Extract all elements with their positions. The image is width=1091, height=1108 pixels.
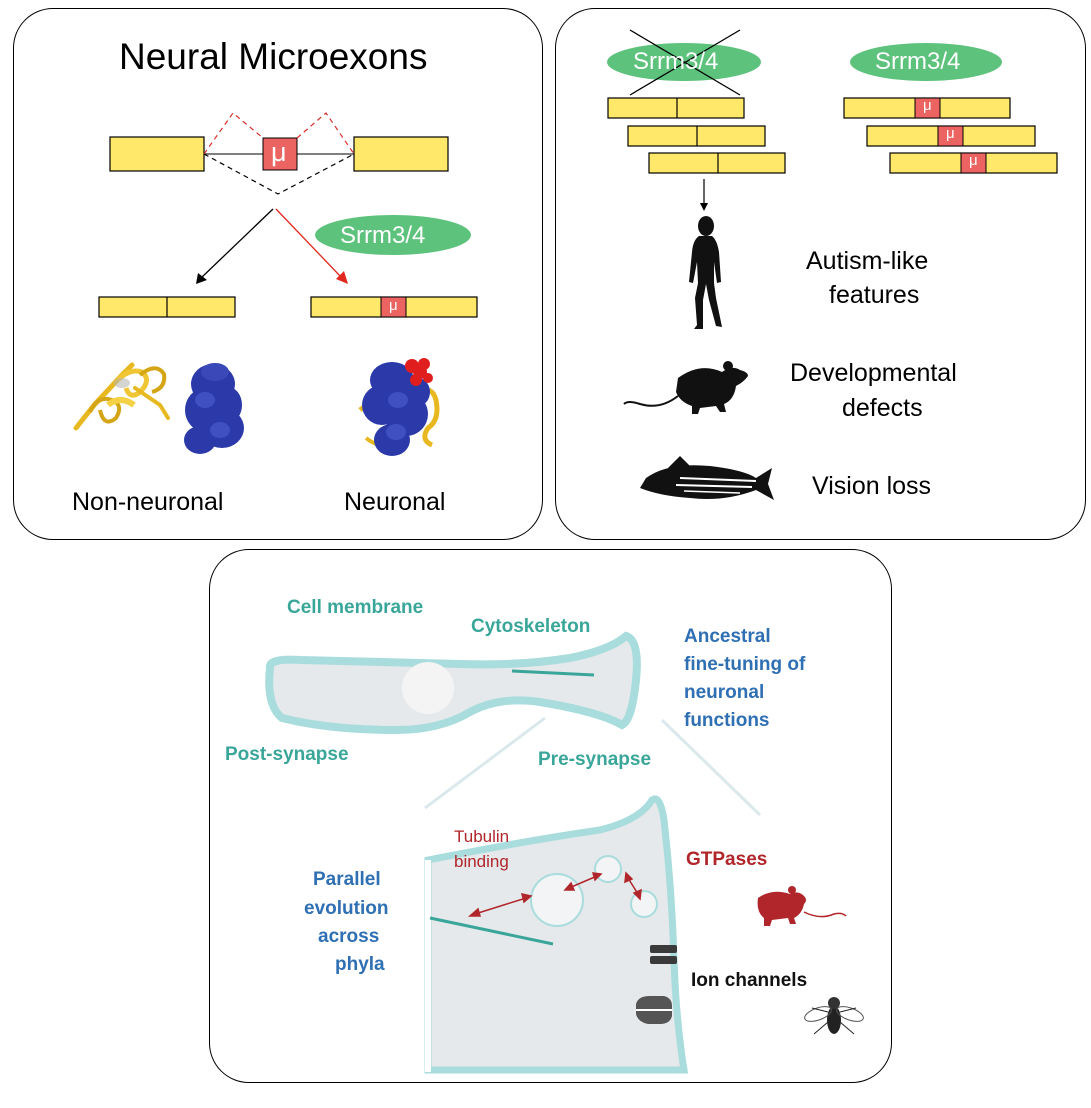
upstream-exon [109, 136, 205, 172]
panel-knockout-phenotypes [555, 8, 1086, 540]
srrm-ellipse-active [850, 43, 1002, 81]
label-ancestral-1: Ancestral [684, 626, 771, 647]
mouse-silhouette-icon [623, 361, 748, 414]
effect-autism-line1: Autism-like [806, 247, 929, 275]
zoom-line-right [660, 718, 762, 817]
fly-icon [804, 997, 864, 1035]
zoom-line-left [424, 716, 546, 810]
srrm-ellipse-left [315, 215, 471, 255]
effect-vision: Vision loss [812, 472, 932, 500]
srrm-label-left: Srrm3/4 [340, 222, 426, 249]
label-gtpases: GTPases [686, 849, 768, 870]
label-cell-membrane: Cell membrane [287, 597, 424, 618]
label-ancestral-3: neuronal [684, 682, 765, 703]
srrm-label-active: Srrm3/4 [875, 48, 961, 75]
zebrafish-silhouette-icon [640, 456, 774, 500]
label-tubulin-2: binding [454, 852, 509, 871]
label-post-synapse: Post-synapse [225, 744, 349, 765]
label-ion-channels: Ion channels [691, 970, 808, 991]
inclusion-splice-lines [203, 112, 264, 155]
human-silhouette-icon [689, 216, 722, 329]
protein-ribbon-icon [73, 362, 170, 431]
arrow-to-included [336, 271, 348, 284]
microexon-label: μ [271, 137, 287, 167]
mouse-red-icon [757, 886, 847, 926]
label-non-neuronal: Non-neuronal [72, 488, 224, 516]
protein-neuronal-icon [358, 358, 440, 456]
label-pre-synapse: Pre-synapse [538, 749, 652, 770]
microexon-label-mrna: μ [389, 297, 398, 314]
panel-title: Neural Microexons [119, 36, 428, 77]
microexon-box [262, 137, 298, 171]
label-tubulin-1: Tubulin [454, 827, 510, 846]
panel-neural-microexons [13, 8, 543, 540]
ion-channel-icon-2 [636, 996, 672, 1024]
microexon-label-2: μ [946, 125, 955, 142]
cytoskeleton-line-zoom [429, 916, 554, 946]
arrow-to-skipped [196, 273, 207, 284]
label-parallel-2: evolution [304, 898, 389, 919]
microexon-label-1: μ [923, 97, 932, 114]
label-parallel-4: phyla [335, 954, 385, 975]
effect-autism-line2: features [829, 281, 920, 309]
protein-spheres-icon [184, 363, 244, 454]
label-neuronal: Neuronal [344, 488, 446, 516]
skipping-splice-line [203, 153, 355, 195]
label-parallel-1: Parallel [313, 869, 381, 890]
microexon-label-3: μ [969, 152, 978, 169]
effect-dev-line2: defects [842, 394, 923, 422]
label-ancestral-2: fine-tuning of [684, 654, 806, 675]
cytoskeleton-line-top [511, 669, 595, 677]
ion-channel-icon-1 [650, 945, 677, 964]
label-cytoskeleton: Cytoskeleton [471, 616, 591, 637]
vesicle-large [530, 873, 584, 927]
srrm-label-knockout: Srrm3/4 [633, 48, 719, 75]
effect-dev-line1: Developmental [790, 359, 957, 387]
label-ancestral-4: functions [684, 710, 770, 731]
downstream-exon [353, 136, 449, 172]
arrow-tubulin [474, 897, 527, 915]
nucleus [402, 662, 454, 714]
label-parallel-3: across [318, 926, 380, 947]
arrow-down [700, 203, 708, 211]
arrow-vesicle-1 [568, 875, 598, 889]
vesicle-small-1 [594, 855, 622, 883]
